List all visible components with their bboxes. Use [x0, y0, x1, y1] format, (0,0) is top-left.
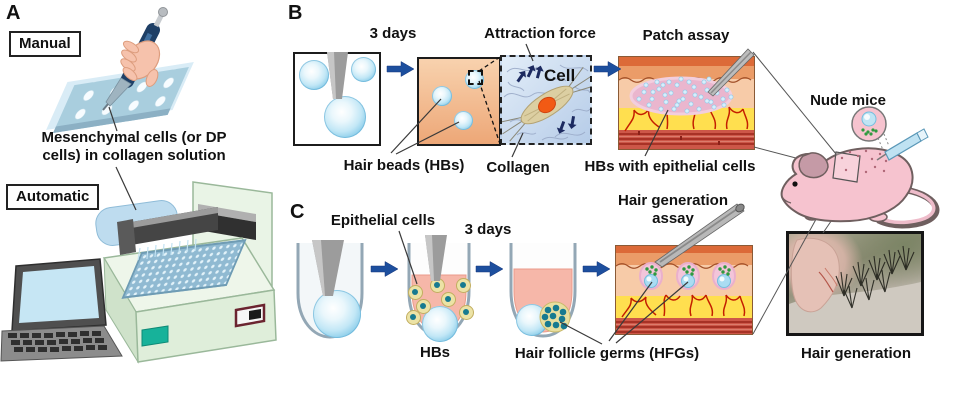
arrow-right-icon: [386, 61, 415, 77]
laptop-illustration: [0, 258, 123, 362]
fibroblast-cell: [497, 66, 596, 142]
hbs-epithelial-label: HBs with epithelial cells: [584, 158, 756, 175]
hair-tufts: [835, 245, 915, 309]
mouse-tail: [876, 186, 940, 229]
skin-cross-section: [615, 246, 752, 334]
attraction-force-label: Attraction force: [484, 25, 596, 42]
hair-bead: [432, 86, 452, 106]
attraction-force-arrows: [516, 65, 577, 134]
epithelial-cell: [416, 299, 431, 314]
hair-bead: [313, 290, 361, 338]
nude-mice-label: Nude mice: [810, 92, 886, 109]
automatic-label: Automatic: [6, 184, 100, 210]
hfg-cluster: [539, 301, 571, 333]
mouse-ear: [798, 152, 829, 179]
patch-assay-skin-box: [618, 56, 755, 150]
hfg-inset-circle: [851, 106, 887, 142]
arrow-right-icon: [370, 261, 399, 277]
epithelial-cell: [459, 305, 474, 320]
inset-dotted-lines: [877, 133, 890, 151]
hair-beads-label: Hair beads (HBs): [343, 157, 465, 174]
hfgs-label: Hair follicle germs (HFGs): [514, 345, 700, 362]
panel-b-letter: B: [288, 2, 303, 24]
arrow-right-icon: [582, 261, 611, 277]
hair-bead: [454, 111, 473, 130]
mouse-eye: [792, 181, 798, 187]
arrow-right-icon: [475, 261, 504, 277]
epithelial-cell: [408, 285, 423, 300]
graft-dots: [840, 149, 894, 174]
epithelial-cell: [441, 292, 456, 307]
zoom-region-marker: [468, 70, 483, 85]
hair-generation-photo-label: Hair generation: [800, 345, 912, 362]
hair-generation-assay-label: Hair generation assay: [617, 192, 729, 227]
patch-assay-label: Patch assay: [642, 27, 730, 44]
panel-c-letter: C: [290, 201, 305, 223]
b-duration-label: 3 days: [369, 25, 417, 42]
cell-label: Cell: [544, 66, 576, 85]
epithelial-cell: [430, 278, 445, 293]
hair-bead: [324, 96, 366, 138]
c-duration-label: 3 days: [464, 221, 512, 238]
bioprinter-plate: [121, 239, 247, 299]
nude-mouse-illustration: [780, 106, 940, 229]
hair-generation-skin-box: [615, 245, 753, 335]
hair-generation-photo: [786, 231, 924, 336]
hair-bead: [351, 57, 376, 82]
hair-bead: [299, 60, 329, 90]
printer-display: [234, 303, 266, 328]
graft-patch-outline: [832, 151, 861, 183]
mouse-body: [780, 147, 914, 223]
epithelial-cell: [456, 278, 471, 293]
manual-label: Manual: [9, 31, 81, 57]
multiwell-plate: [53, 66, 189, 134]
hbs-label: HBs: [419, 344, 450, 361]
photo-content: [789, 237, 921, 333]
skin-cross-section: [618, 57, 754, 149]
epithelial-cells-label: Epithelial cells: [330, 212, 436, 229]
syringe-illustration: [876, 128, 929, 161]
collagen-gel-box: [417, 57, 501, 146]
implanted-hfgs: [639, 262, 736, 290]
collagen-label: Collagen: [486, 159, 550, 176]
cell-collagen-illustration: [497, 64, 596, 142]
arrow-right-icon: [593, 61, 622, 77]
panel-a-letter: A: [6, 2, 21, 24]
printer-button: [141, 325, 169, 347]
cell-inset-box: [497, 55, 596, 145]
epithelial-cell: [406, 310, 421, 325]
panel-a-caption: Mesenchymal cells (or DP cells) in colla…: [41, 129, 227, 164]
